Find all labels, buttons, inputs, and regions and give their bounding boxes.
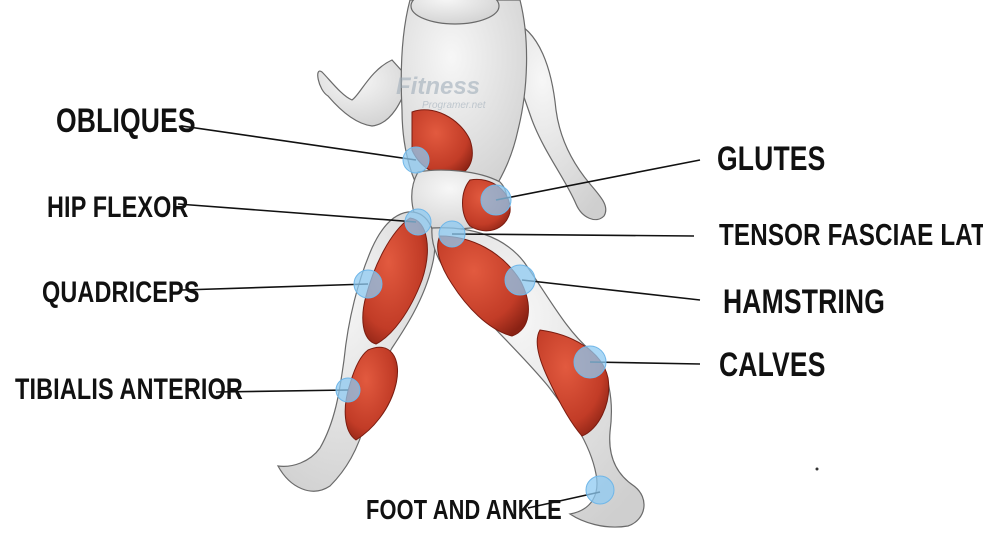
marker-tibialis [335, 377, 361, 403]
leader-quadriceps [181, 283, 369, 291]
leader-lines [177, 125, 701, 509]
marker-hamstring [504, 264, 536, 296]
label-hip-flexor: HIP FLEXOR [47, 191, 189, 224]
marker-obliques [402, 146, 430, 174]
hamstring-muscle [437, 235, 529, 337]
front-leg [276, 211, 436, 492]
label-tibialis-anterior: TIBIALIS ANTERIOR [15, 373, 243, 406]
label-glutes: GLUTES [717, 140, 826, 178]
marker-calves [573, 345, 607, 379]
label-hamstring: HAMSTRING [723, 283, 885, 321]
leader-obliques [181, 125, 417, 161]
leader-tfl [451, 233, 695, 237]
svg-text:Programer.net: Programer.net [422, 100, 487, 111]
leader-tibialis [215, 389, 349, 393]
leader-calves [589, 361, 701, 365]
quadriceps-muscle [362, 217, 428, 345]
label-obliques: OBLIQUES [56, 102, 196, 140]
marker-glutes [480, 184, 512, 216]
tibialis-muscle [344, 346, 398, 441]
markers [335, 146, 615, 505]
marker-foot [585, 475, 615, 505]
head [410, 0, 500, 25]
small-dot [815, 467, 819, 471]
leader-hamstring [521, 279, 701, 301]
rear-arm [317, 59, 411, 127]
leader-hip-flexor [177, 203, 417, 223]
watermark: Fitness Programer.net [396, 73, 487, 111]
svg-text:Fitness: Fitness [396, 73, 480, 100]
label-calves: CALVES [719, 346, 826, 384]
marker-quadriceps [353, 269, 383, 299]
label-tensor-fasciae-latae: TENSOR FASCIAE LATAE [719, 217, 983, 252]
leader-glutes [495, 159, 701, 201]
marker-tfl [438, 220, 466, 248]
marker-hip-flexor [404, 208, 432, 236]
label-foot-and-ankle: FOOT AND ANKLE [366, 494, 562, 525]
label-quadriceps: QUADRICEPS [42, 276, 200, 309]
